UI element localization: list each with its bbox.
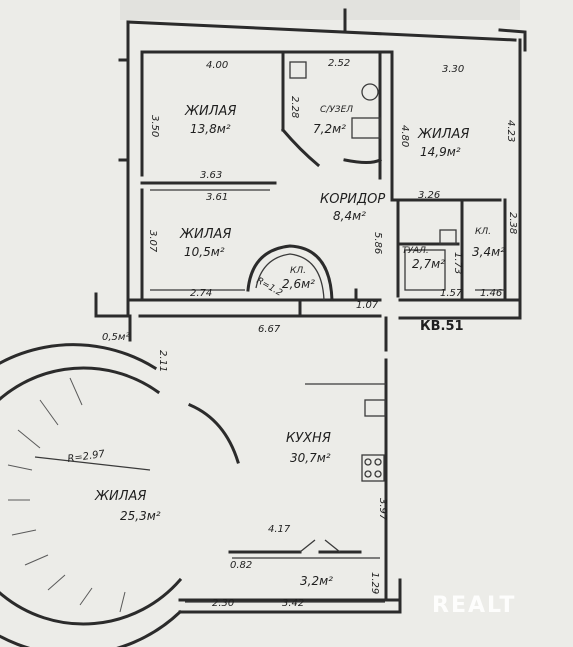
- kitchen-area: 30,7м²: [290, 451, 331, 465]
- dim-667: 6.67: [258, 324, 281, 335]
- bedroom-w-name: ЖИЛАЯ: [179, 227, 231, 242]
- round-living-room: [0, 343, 240, 647]
- dim-238: 2.38: [507, 212, 518, 234]
- dim-230: 2.30: [212, 598, 234, 609]
- dim-radius: R=2.97: [67, 449, 106, 465]
- bathroom-name: С/УЗЕЛ: [320, 105, 353, 115]
- dim-173: 1.73: [452, 252, 463, 274]
- living-name: ЖИЛАЯ: [94, 489, 146, 504]
- dim-252: 2.52: [328, 58, 350, 69]
- niche-area: 0,5м²: [102, 332, 129, 343]
- dim-307: 3.07: [147, 230, 158, 253]
- watermark-logo: REALT: [432, 593, 516, 618]
- dim-157: 1.57: [440, 288, 463, 299]
- bedroom-nw-name: ЖИЛАЯ: [184, 104, 236, 119]
- closet-area: 2,6м²: [282, 277, 315, 291]
- interior-walls: [140, 50, 507, 318]
- curved-walls: [246, 127, 383, 302]
- pantry-name: КЛ.: [475, 227, 491, 237]
- corridor-area: 8,4м²: [333, 209, 366, 223]
- dim-363: 3.63: [200, 170, 222, 181]
- living-area: 25,3м²: [120, 509, 161, 523]
- bedroom-ne-area: 14,9м²: [420, 145, 461, 159]
- room-labels: ЖИЛАЯ 13,8м² С/УЗЕЛ 7,2м² ЖИЛАЯ 14,9м² К…: [94, 104, 505, 588]
- dim-326: 3.26: [418, 190, 440, 201]
- header-strip: [120, 0, 520, 20]
- closet-name: КЛ.: [290, 266, 306, 276]
- dim-342: 3.42: [282, 598, 304, 609]
- pantry-area: 3,4м²: [472, 245, 505, 259]
- dimension-labels: 4.00 2.52 3.30 3.50 2.28 4.80 4.23 3.63 …: [67, 58, 518, 609]
- bathroom-fixtures: [289, 61, 457, 291]
- kitchen-name: КУХНЯ: [286, 431, 331, 446]
- bedroom-w-area: 10,5м²: [184, 245, 225, 259]
- toilet-area: 2,7м²: [412, 257, 445, 271]
- dim-107: 1.07: [356, 300, 379, 311]
- dim-586: 5.86: [372, 232, 383, 254]
- dim-330: 3.30: [442, 64, 464, 75]
- dim-400: 4.00: [206, 60, 228, 71]
- outer-walls: [94, 8, 527, 614]
- bedroom-ne-name: ЖИЛАЯ: [417, 127, 469, 142]
- bathroom-area: 7,2м²: [313, 122, 346, 136]
- dim-350: 3.50: [149, 115, 160, 137]
- dim-423: 4.23: [505, 120, 516, 142]
- dimension-lines: [34, 189, 505, 603]
- dim-129: 1.29: [369, 572, 380, 594]
- bedroom-nw-area: 13,8м²: [190, 122, 231, 136]
- dim-361: 3.61: [206, 192, 228, 203]
- dim-146: 1.46: [480, 288, 502, 299]
- dim-397: 3.97: [377, 498, 388, 521]
- dim-274: 2.74: [190, 288, 212, 299]
- dim-480: 4.80: [399, 125, 410, 147]
- apartment-label: КВ.51: [420, 319, 464, 334]
- dim-417: 4.17: [268, 524, 291, 535]
- corridor-name: КОРИДОР: [320, 192, 385, 207]
- balcony-area: 3,2м²: [300, 574, 333, 588]
- dim-082: 0.82: [230, 560, 252, 571]
- dim-211: 2.11: [157, 350, 168, 372]
- dim-228: 2.28: [289, 96, 300, 118]
- toilet-name: ТУАЛ.: [402, 246, 429, 256]
- kitchen-fixtures: [228, 383, 386, 554]
